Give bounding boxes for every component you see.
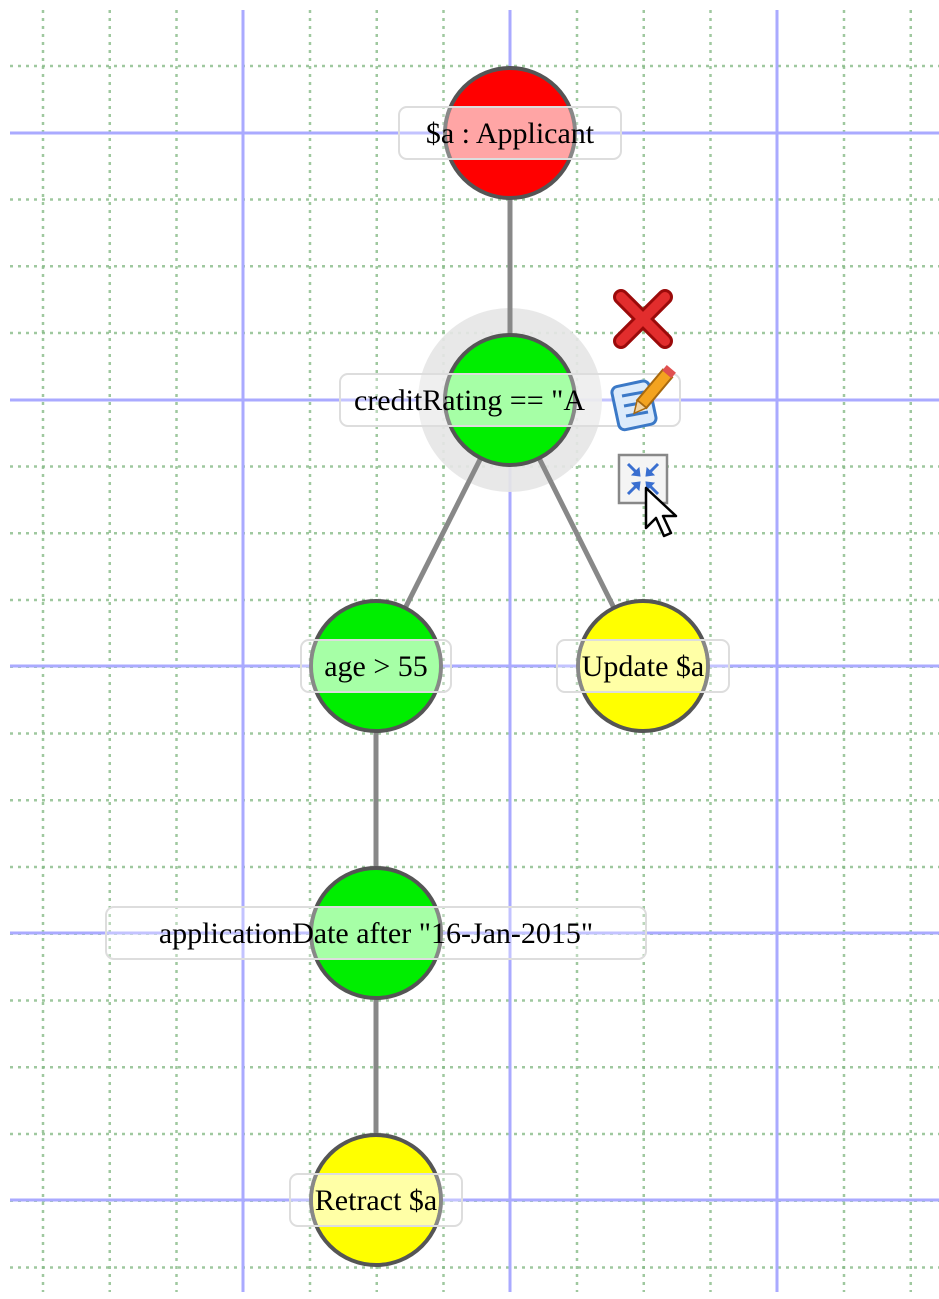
node-label: applicationDate after "16-Jan-2015" bbox=[159, 917, 593, 950]
node-pattern-applicant[interactable]: $a : Applicant bbox=[398, 66, 622, 200]
node-label-box bbox=[398, 106, 622, 160]
node-constraint-application-date[interactable]: applicationDate after "16-Jan-2015" bbox=[105, 866, 647, 1000]
node-label: creditRating == "A bbox=[354, 384, 585, 417]
delete-x-icon[interactable] bbox=[613, 289, 673, 349]
grid-background bbox=[10, 10, 939, 1292]
node-toolbar bbox=[610, 289, 678, 538]
node-label: Update $a bbox=[582, 650, 704, 683]
node-label: $a : Applicant bbox=[426, 117, 595, 150]
mouse-cursor-icon bbox=[644, 486, 678, 538]
node-label-box bbox=[105, 906, 647, 960]
edit-pencil-icon[interactable] bbox=[610, 365, 676, 432]
node-label-box bbox=[339, 373, 681, 427]
node-highlight-band bbox=[313, 907, 439, 959]
node-label-box bbox=[289, 1173, 463, 1227]
node-label-box bbox=[556, 639, 730, 693]
node-highlight-band bbox=[580, 640, 706, 692]
node-label: age > 55 bbox=[324, 650, 428, 683]
node-label: Retract $a bbox=[315, 1184, 437, 1217]
node-action-retract[interactable]: Retract $a bbox=[289, 1133, 463, 1267]
collapse-icon[interactable] bbox=[617, 453, 669, 505]
diagram-nodes: $a : Applicant creditRating == "A age > 55… bbox=[105, 66, 730, 1267]
node-highlight-band bbox=[447, 107, 573, 159]
node-highlight-band bbox=[313, 1174, 439, 1226]
node-highlight-band bbox=[313, 640, 439, 692]
node-action-update[interactable]: Update $a bbox=[556, 599, 730, 733]
node-label-box bbox=[300, 639, 452, 693]
node-constraint-age[interactable]: age > 55 bbox=[300, 599, 452, 733]
node-highlight-band bbox=[447, 374, 573, 426]
node-constraint-credit-rating[interactable]: creditRating == "A bbox=[339, 333, 681, 467]
